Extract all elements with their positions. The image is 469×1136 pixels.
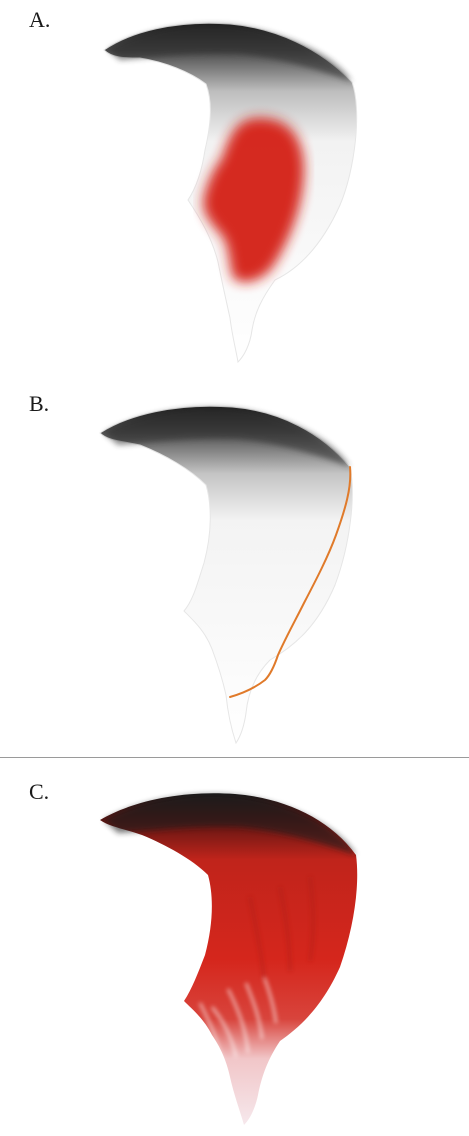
panel-a: A.: [0, 0, 469, 375]
panel-a-figure: [0, 0, 469, 375]
tissue-shape-b: [100, 406, 352, 743]
panel-b-figure: [0, 375, 469, 757]
panel-b: B.: [0, 375, 469, 757]
panel-c-figure: [0, 757, 469, 1136]
tissue-shape-c: [100, 793, 357, 1125]
panel-c: C.: [0, 757, 469, 1136]
